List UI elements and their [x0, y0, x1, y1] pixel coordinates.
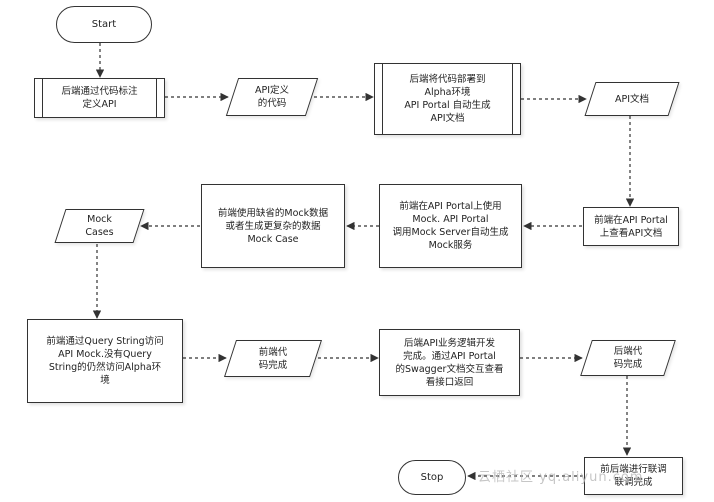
- data-label: API定义 的代码: [254, 85, 290, 109]
- process-label: 后端通过代码标注 定义API: [61, 86, 138, 110]
- process-frontend-mock-case: 前端使用缺省的Mock数据 或者生成更复杂的数据 Mock Case: [201, 184, 345, 268]
- process-label: 前端在API Portal上使用 Mock. API Portal 调用Mock…: [392, 201, 509, 251]
- process-backend-logic-done: 后端API业务逻辑开发 完成。通过API Portal 的Swagger文档交互…: [379, 329, 520, 396]
- data-frontend-code-done: 前端代 码完成: [223, 340, 323, 377]
- process-backend-deploy-alpha: 后端将代码部署到 Alpha环境 API Portal 自动生成 API文档: [374, 63, 521, 135]
- process-frontend-query-string: 前端通过Query String访问 API Mock.没有Query Stri…: [27, 319, 183, 403]
- start-terminal: Start: [56, 6, 152, 43]
- process-joint-debug: 前后端进行联调 联调完成: [584, 457, 683, 495]
- data-label: 后端代 码完成: [613, 346, 643, 370]
- process-frontend-view-doc: 前端在API Portal 上查看API文档: [583, 207, 679, 246]
- stop-terminal: Stop: [398, 460, 466, 495]
- data-label: API文档: [614, 93, 650, 105]
- stop-label: Stop: [420, 472, 444, 483]
- data-api-doc: API文档: [584, 82, 680, 116]
- process-label: 后端将代码部署到 Alpha环境 API Portal 自动生成 API文档: [404, 74, 491, 124]
- data-label: 前端代 码完成: [258, 346, 288, 371]
- process-label: 前后端进行联调 联调完成: [600, 464, 667, 488]
- data-mock-cases: Mock Cases: [54, 209, 145, 243]
- process-label: 前端在API Portal 上查看API文档: [594, 214, 668, 239]
- process-label: 后端API业务逻辑开发 完成。通过API Portal 的Swagger文档交互…: [395, 337, 504, 388]
- data-api-definition-code: API定义 的代码: [225, 78, 319, 116]
- data-label: Mock Cases: [85, 214, 114, 238]
- start-label: Start: [91, 19, 117, 30]
- process-label: 前端使用缺省的Mock数据 或者生成更复杂的数据 Mock Case: [217, 207, 329, 245]
- process-backend-annotate-api: 后端通过代码标注 定义API: [34, 78, 165, 118]
- process-frontend-use-mock: 前端在API Portal上使用 Mock. API Portal 调用Mock…: [379, 184, 522, 268]
- process-label: 前端通过Query String访问 API Mock.没有Query Stri…: [46, 336, 164, 386]
- watermark-text: 云栖社区 yq.aliyun.com: [478, 470, 644, 485]
- data-backend-code-done: 后端代 码完成: [580, 340, 676, 376]
